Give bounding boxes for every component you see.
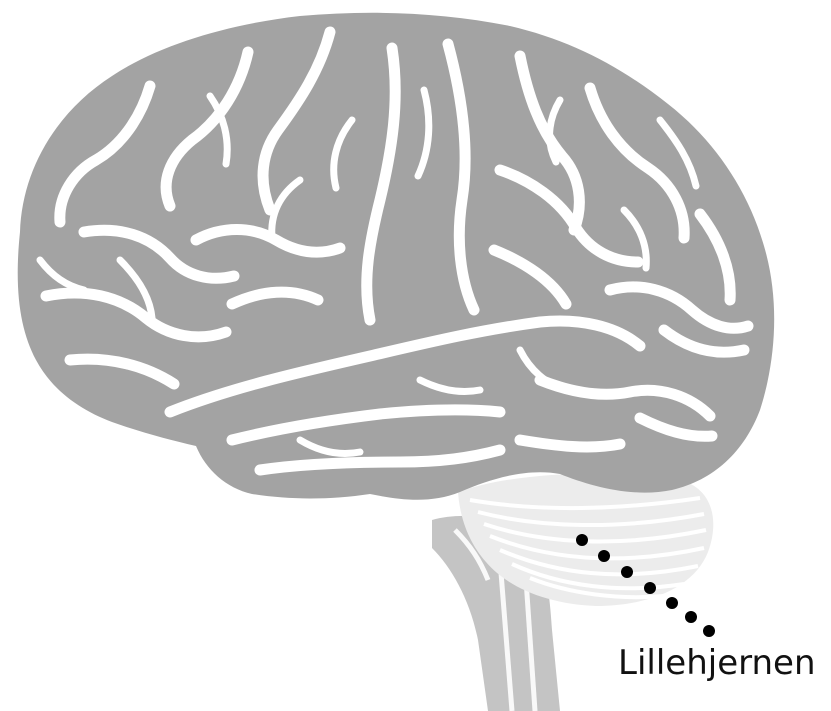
cerebrum (18, 13, 774, 500)
cerebellum-label: Lillehjernen (618, 646, 816, 680)
